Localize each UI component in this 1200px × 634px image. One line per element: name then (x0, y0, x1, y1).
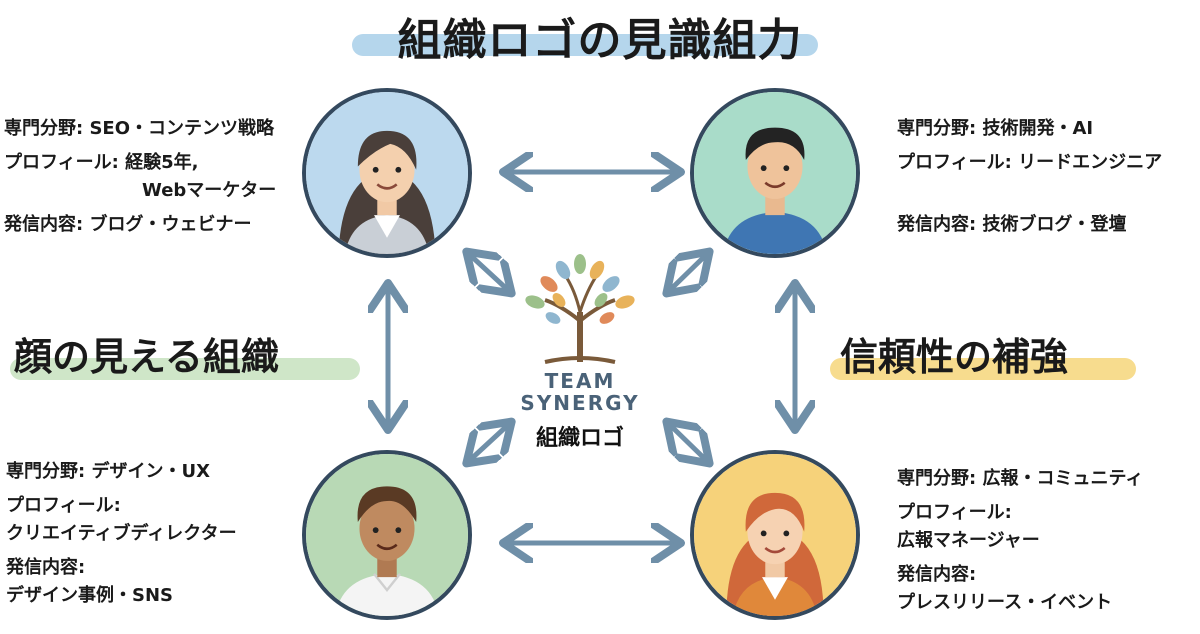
arrow-diag-tl (470, 255, 508, 290)
profile-text-cont: Webマーケター (142, 180, 277, 201)
team-logo: TEAM SYNERGY 組織ロゴ (505, 250, 655, 470)
label-trust-reinforcement: 信頼性の補強 (840, 335, 1069, 379)
arrow-diag-tr (670, 255, 706, 290)
content-text: 発信内容: (6, 557, 86, 578)
logo-text-team: TEAM (544, 369, 616, 393)
logo-text-synergy: SYNERGY (520, 391, 640, 415)
right-label-highlight (830, 358, 1136, 380)
specialty-text: 専門分野: デザイン・UX (6, 461, 210, 482)
profile-text-cont: 広報マネージャー (897, 530, 1040, 551)
profile-text: プロフィール: リードエンジニア (897, 152, 1163, 173)
avatar-woman-marketer (302, 88, 472, 258)
content-text-cont: プレスリリース・イベント (897, 592, 1113, 613)
profile-text: プロフィール: 経験5年, (4, 152, 199, 173)
member-info-bottom-left: 専門分野: デザイン・UX プロフィール: クリエイティブディレクター 発信内容… (6, 455, 237, 613)
label-faces-visible-org: 顔の見える組織 (14, 335, 279, 379)
content-text-cont: デザイン事例・SNS (6, 585, 173, 606)
logo-caption: 組織ロゴ (535, 426, 624, 451)
left-label-highlight (10, 358, 360, 380)
avatar-man-engineer (690, 88, 860, 258)
specialty-text: 専門分野: 技術開発・AI (897, 118, 1094, 139)
member-info-top-right: 専門分野: 技術開発・AI プロフィール: リードエンジニア 発信内容: 技術ブ… (897, 112, 1162, 242)
page-title: 組織ロゴの見識組力 (397, 15, 803, 66)
arrow-diag-br (670, 425, 706, 460)
specialty-text: 専門分野: 広報・コミュニティ (897, 468, 1144, 489)
profile-text: プロフィール: (6, 495, 121, 516)
specialty-text: 専門分野: SEO・コンテンツ戦略 (4, 118, 275, 139)
avatar-man-designer (302, 450, 472, 620)
profile-text: プロフィール: (897, 502, 1012, 523)
member-info-bottom-right: 専門分野: 広報・コミュニティ プロフィール: 広報マネージャー 発信内容: プ… (897, 462, 1143, 620)
title-highlight (352, 34, 818, 56)
member-info-top-left: 専門分野: SEO・コンテンツ戦略 プロフィール: 経験5年, Webマーケター… (4, 112, 276, 242)
avatar-woman-pr (690, 450, 860, 620)
tree-icon (525, 254, 635, 364)
profile-text-cont: クリエイティブディレクター (6, 523, 237, 544)
content-text: 発信内容: (897, 564, 977, 585)
arrow-diag-bl (470, 425, 508, 460)
content-text: 発信内容: ブログ・ウェビナー (4, 214, 252, 235)
content-text: 発信内容: 技術ブログ・登壇 (897, 214, 1127, 235)
